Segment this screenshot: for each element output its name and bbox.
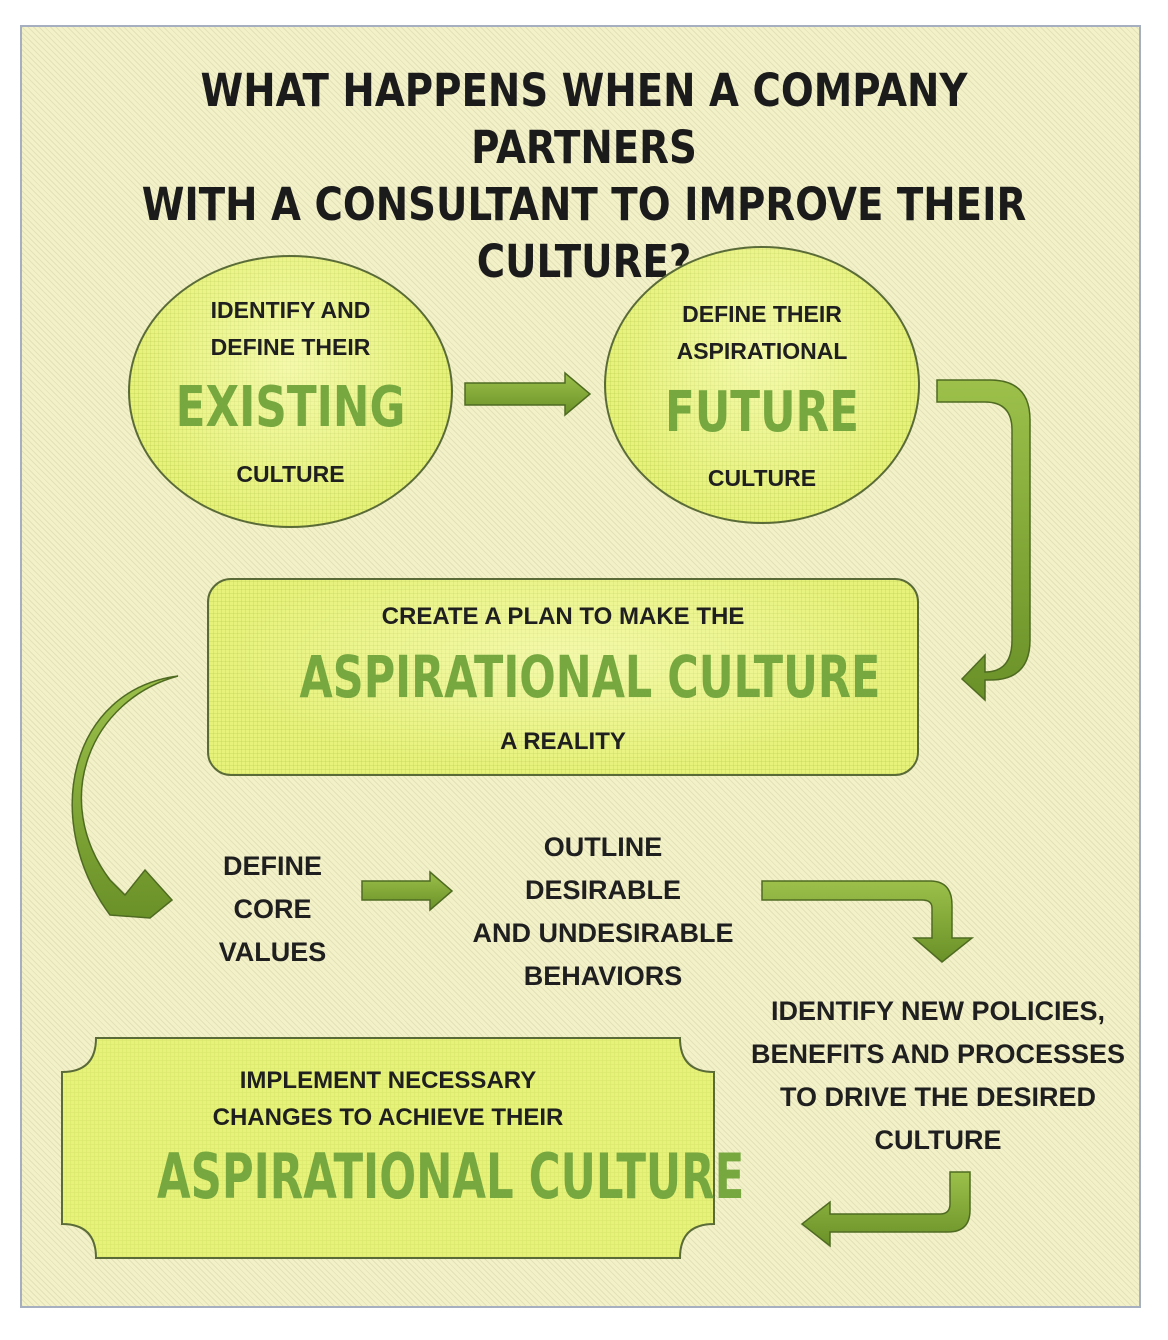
implement-pre-2: CHANGES TO ACHIEVE THEIR [212, 1104, 564, 1131]
behaviors-line-1: OUTLINE [543, 832, 663, 862]
title-line-1: WHAT HAPPENS WHEN A COMPANY PARTNERS [200, 64, 968, 174]
step-behaviors: OUTLINE DESIRABLE AND UNDESIRABLE BEHAVI… [448, 826, 758, 998]
future-label-top: DEFINE THEIR ASPIRATIONAL [604, 296, 920, 370]
core-values-line-2: CORE [233, 894, 312, 924]
step-future-circle [604, 246, 920, 524]
behaviors-line-2: DESIRABLE [524, 875, 681, 905]
future-post: CULTURE [707, 465, 817, 491]
page-title: WHAT HAPPENS WHEN A COMPANY PARTNERS WIT… [82, 62, 1086, 290]
policies-line-3: TO DRIVE THE DESIRED [779, 1082, 1097, 1112]
future-big-word: FUTURE [664, 380, 860, 445]
implement-big-words: ASPIRATIONAL CULTURE [157, 1140, 745, 1213]
policies-line-4: CULTURE [874, 1125, 1002, 1155]
implement-label-top: IMPLEMENT NECESSARY CHANGES TO ACHIEVE T… [58, 1062, 718, 1136]
arrow-future-to-plan [936, 379, 1031, 702]
future-pre-1: DEFINE THEIR [682, 301, 842, 327]
plan-post: A REALITY [500, 728, 626, 755]
behaviors-line-4: BEHAVIORS [523, 961, 683, 991]
existing-pre-2: DEFINE THEIR [210, 334, 371, 360]
arrow-behaviors-to-policies [761, 880, 975, 963]
future-pre-2: ASPIRATIONAL [676, 338, 848, 364]
step-plan-box [207, 578, 919, 776]
step-existing-circle [128, 255, 453, 528]
existing-big-word: EXISTING [175, 375, 406, 440]
step-implement-plaque [61, 1037, 715, 1259]
existing-label-top: IDENTIFY AND DEFINE THEIR [128, 292, 453, 366]
existing-pre-1: IDENTIFY AND [210, 297, 371, 323]
plan-big-words: ASPIRATIONAL CULTURE [299, 643, 881, 711]
core-values-line-3: VALUES [218, 937, 327, 967]
plan-pre: CREATE A PLAN TO MAKE THE [381, 603, 745, 630]
implement-pre-1: IMPLEMENT NECESSARY [239, 1067, 537, 1094]
behaviors-line-3: AND UNDESIRABLE [472, 918, 734, 948]
step-core-values: DEFINE CORE VALUES [190, 845, 355, 974]
policies-line-2: BENEFITS AND PROCESSES [750, 1039, 1126, 1069]
arrow-plan-to-core-values [71, 675, 179, 919]
arrow-policies-to-implement [800, 1171, 971, 1248]
existing-post: CULTURE [236, 461, 345, 487]
core-values-line-1: DEFINE [222, 851, 322, 881]
arrow-core-values-to-behaviors [361, 870, 454, 912]
step-policies: IDENTIFY NEW POLICIES, BENEFITS AND PROC… [736, 990, 1140, 1162]
arrow-existing-to-future [464, 371, 592, 417]
policies-line-1: IDENTIFY NEW POLICIES, [770, 996, 1106, 1026]
title-line-2: WITH A CONSULTANT TO IMPROVE THEIR CULTU… [141, 178, 1027, 288]
